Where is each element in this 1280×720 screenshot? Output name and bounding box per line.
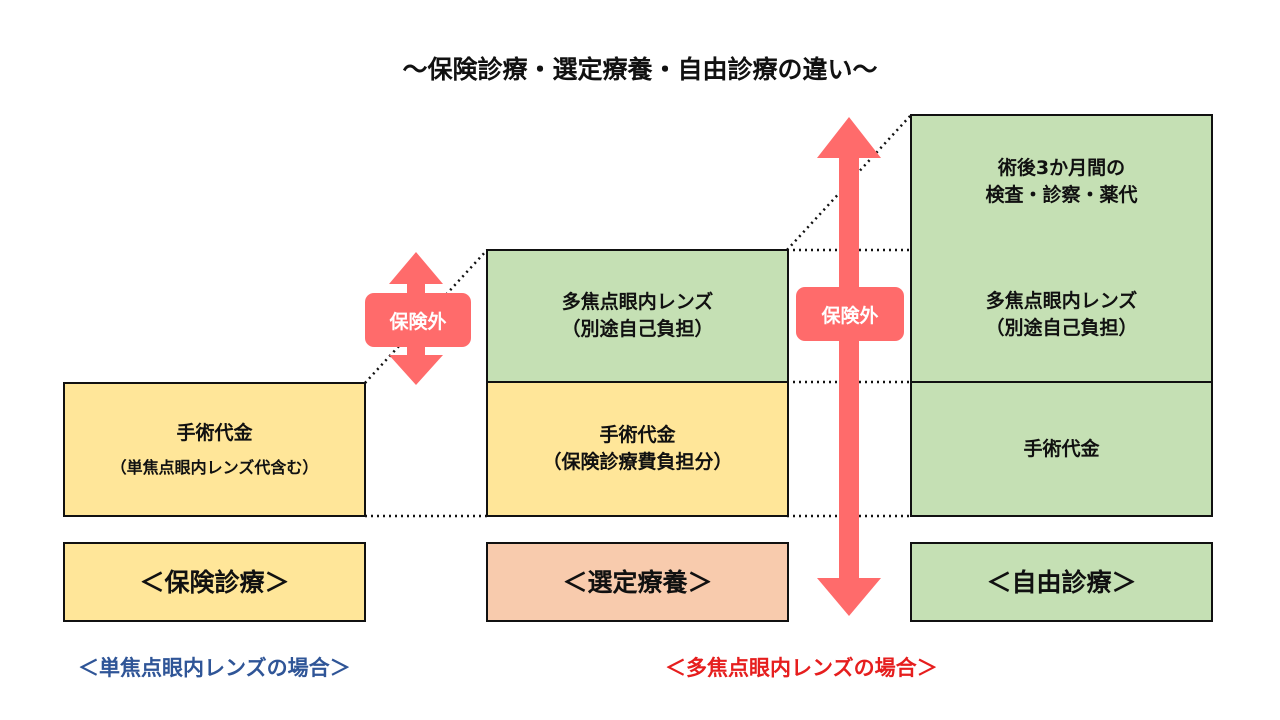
free-postop-box: 術後3か月間の 検査・診察・薬代 (910, 114, 1213, 250)
free-postop-line1: 術後3か月間の (997, 157, 1126, 180)
free-label-box: ＜自由診療＞ (910, 542, 1213, 622)
selected-surgery-line1: 手術代金 (599, 424, 676, 447)
page-title: ～保険診療・選定療養・自由診療の違い～ (402, 55, 878, 84)
selected-label-box: ＜選定療養＞ (486, 542, 789, 622)
insurance-surgery-line1: 手術代金 (176, 422, 253, 444)
insurance-surgery-line2: （単焦点眼内レンズ代含む） (110, 457, 319, 477)
free-postop-line2: 検査・診察・薬代 (985, 184, 1138, 206)
free-surgery-line1: 手術代金 (1023, 437, 1100, 460)
free-lens-line1: 多焦点眼内レンズ (985, 289, 1138, 312)
insurance-surgery-box: 手術代金 （単焦点眼内レンズ代含む） (63, 382, 366, 517)
insurance-label: ＜保険診療＞ (139, 567, 290, 597)
selected-surgery-box: 手術代金 （保険診療費負担分） (486, 381, 789, 517)
caption-multi-focal: ＜多焦点眼内レンズの場合＞ (665, 656, 938, 680)
caption-single-focal: ＜単焦点眼内レンズの場合＞ (78, 656, 351, 680)
selected-surgery-line2: （保険診療費負担分） (542, 451, 733, 473)
insurance-label-box: ＜保険診療＞ (63, 542, 366, 622)
free-label: ＜自由診療＞ (986, 567, 1137, 597)
small-arrow-badge: 保険外 (365, 293, 471, 347)
selected-lens-line1: 多焦点眼内レンズ (561, 291, 714, 314)
free-lens-line2: （別途自己負担） (985, 316, 1138, 339)
free-surgery-box: 手術代金 (910, 381, 1213, 517)
selected-label: ＜選定療養＞ (562, 567, 713, 597)
large-arrow-badge: 保険外 (796, 287, 904, 341)
large-double-arrow (817, 117, 881, 616)
free-lens-box: 多焦点眼内レンズ （別途自己負担） (910, 248, 1213, 383)
selected-lens-line2: （別途自己負担） (561, 318, 714, 340)
selected-lens-box: 多焦点眼内レンズ （別途自己負担） (486, 249, 789, 383)
